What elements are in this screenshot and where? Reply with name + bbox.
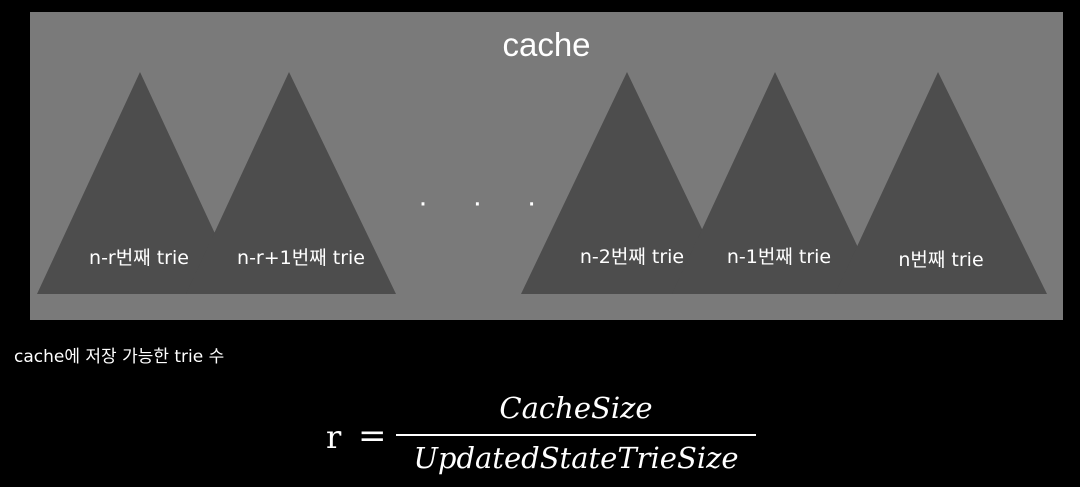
trie-triangle-n-r-plus-1	[186, 72, 396, 294]
fraction-bar	[396, 434, 756, 436]
trie-label-n-1: n-1번째 trie	[726, 246, 832, 268]
trie-label-n-r: n-r번째 trie	[89, 247, 189, 269]
formula-lhs: r	[326, 418, 342, 456]
fraction-numerator: CacheSize	[499, 391, 653, 425]
trie-label-n-r-plus-1: n-r+1번째 trie	[237, 247, 365, 269]
trie-triangle-n-2	[521, 72, 733, 294]
caption: cache에 저장 가능한 trie 수	[14, 347, 225, 367]
trie-triangle-n-r	[37, 72, 243, 294]
fraction-denominator: UpdatedStateTrieSize	[413, 441, 739, 475]
cache-title: cache	[502, 26, 591, 63]
trie-triangle-n	[835, 72, 1047, 294]
trie-label-n: n번째 trie	[898, 249, 984, 271]
fraction: CacheSize UpdatedStateTrieSize	[396, 388, 756, 478]
trie-label-n-2: n-2번째 trie	[579, 246, 685, 268]
trie-triangle-n-1	[672, 72, 880, 294]
ellipsis: · · ·	[418, 186, 555, 219]
formula-equals: =	[358, 416, 387, 456]
